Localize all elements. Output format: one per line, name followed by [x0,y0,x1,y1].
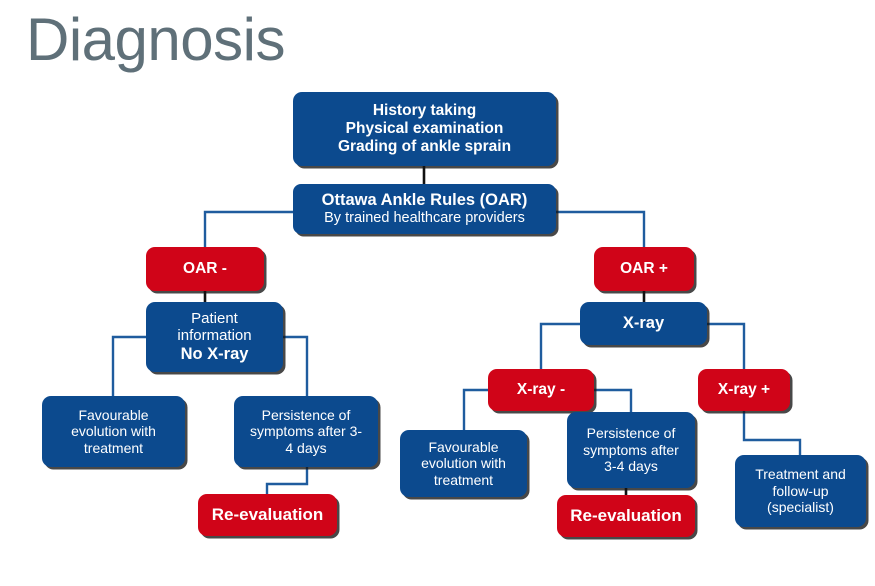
node-persistence-left[interactable]: Persistence of symptoms after 3- 4 days [234,396,378,467]
node-oar-positive-label: OAR + [620,259,668,277]
edge-xray-negative-to-persistence-right [594,388,633,412]
node-oar-negative-label: OAR - [183,259,227,277]
node-assessment-line-3: Grading of ankle sprain [337,138,512,156]
node-favourable-evolution-right[interactable]: Favourable evolution with treatment [400,430,527,497]
node-favourable-right-line-2: evolution with [421,455,506,472]
node-favourable-left-line-2: evolution with [71,423,156,440]
edge-xray-to-xray-negative [539,322,580,369]
edge-xray-positive-to-treatment [742,411,802,455]
node-reevaluation-left-label: Re-evaluation [211,505,324,525]
node-xray-negative[interactable]: X-ray - [488,369,594,411]
node-xray-label: X-ray [622,313,665,332]
node-favourable-right-line-1: Favourable [428,438,499,455]
node-xray[interactable]: X-ray [580,302,707,345]
node-persistence-right-line-2: symptoms after [583,441,679,458]
node-reevaluation-left[interactable]: Re-evaluation [198,494,337,536]
node-xray-positive[interactable]: X-ray + [698,369,790,411]
node-reevaluation-right-label: Re-evaluation [570,506,682,526]
node-patient-information-line-3: No X-ray [180,344,249,363]
node-persistence-left-line-2: symptoms after 3- [249,423,363,440]
edge-patinfo-to-persistence-left [283,335,309,396]
node-favourable-left-line-1: Favourable [78,406,149,423]
node-ottawa-ankle-rules[interactable]: Ottawa Ankle Rules (OAR) By trained heal… [293,184,556,234]
node-favourable-left-line-3: treatment [83,439,144,456]
node-treatment-followup[interactable]: Treatment and follow-up (specialist) [735,455,866,527]
node-persistence-right-line-3: 3-4 days [604,458,658,475]
node-patient-information-line-2: information [177,327,252,345]
node-assessment[interactable]: History taking Physical examination Grad… [293,92,556,166]
node-persistence-right-line-1: Persistence of [586,425,676,442]
node-favourable-right-line-3: treatment [433,471,494,488]
node-treatment-line-1: Treatment and [755,466,846,483]
node-patient-information[interactable]: Patient information No X-ray [146,302,283,372]
node-oar-title: Ottawa Ankle Rules (OAR) [321,190,528,209]
edge-persistence-left-to-reevaluation-left [265,467,309,494]
node-persistence-right[interactable]: Persistence of symptoms after 3-4 days [567,412,695,488]
edge-xray-to-xray-positive [707,322,746,369]
node-oar-subtitle: By trained healthcare providers [324,210,525,227]
node-xray-positive-label: X-ray + [717,380,771,398]
edge-xray-negative-to-favourable-right [462,388,488,430]
node-favourable-evolution-left[interactable]: Favourable evolution with treatment [42,396,185,467]
node-oar-positive[interactable]: OAR + [594,247,694,291]
node-assessment-line-1: History taking [372,101,477,119]
edge-oar-to-oar-positive [556,210,646,247]
node-treatment-line-3: (specialist) [767,499,834,516]
node-reevaluation-right[interactable]: Re-evaluation [557,495,695,537]
node-treatment-line-2: follow-up [772,482,829,499]
node-persistence-left-line-3: 4 days [285,439,327,456]
page-title: Diagnosis [26,6,285,73]
node-oar-negative[interactable]: OAR - [146,247,264,291]
node-persistence-left-line-1: Persistence of [261,406,351,423]
node-patient-information-line-1: Patient [191,309,238,327]
node-xray-negative-label: X-ray - [516,380,566,398]
node-assessment-line-2: Physical examination [345,119,504,137]
edge-patinfo-to-favourable-left [111,335,146,396]
edge-oar-to-oar-negative [203,210,293,247]
